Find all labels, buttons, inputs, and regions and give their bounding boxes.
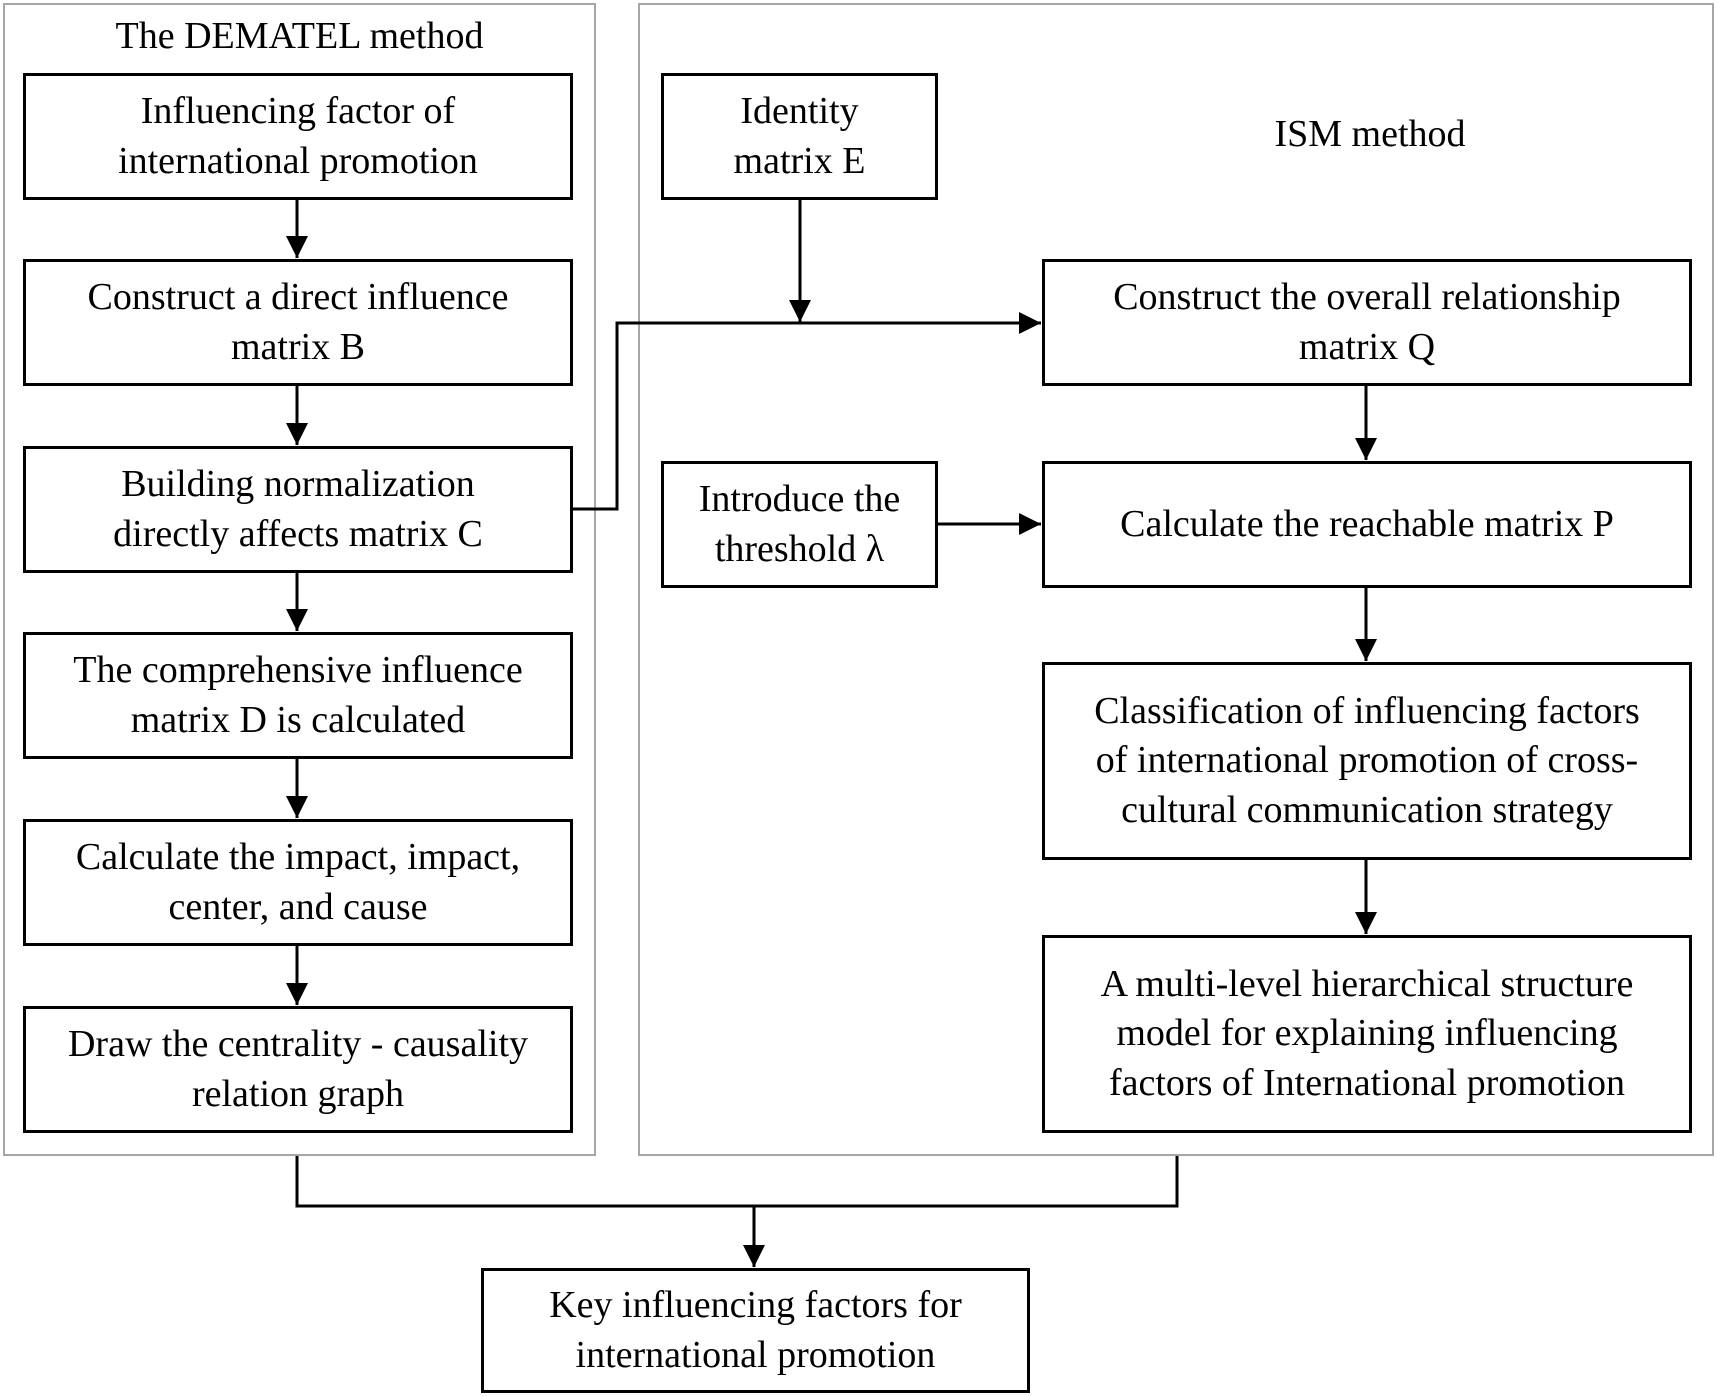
dematel-group (3, 3, 596, 1156)
ism-step-hierarchical-structure-model: A multi-level hierarchical structure mod… (1042, 935, 1692, 1133)
dematel-step-influencing-factor: Influencing factor of international prom… (23, 73, 573, 200)
ism-input-threshold-lambda: Introduce the threshold λ (661, 461, 938, 588)
result-key-influencing-factors: Key influencing factors for internationa… (481, 1268, 1030, 1393)
dematel-step-impact-center-cause: Calculate the impact, impact, center, an… (23, 819, 573, 946)
dematel-step-normalized-matrix-c: Building normalization directly affects … (23, 446, 573, 573)
line-dematel-to-merge (295, 1156, 1179, 1208)
ism-step-classification-of-factors: Classification of influencing factors of… (1042, 662, 1692, 860)
dematel-step-direct-influence-matrix-b: Construct a direct influence matrix B (23, 259, 573, 386)
ism-step-reachable-matrix-p: Calculate the reachable matrix P (1042, 461, 1692, 588)
ism-step-overall-relationship-matrix-q: Construct the overall relationship matri… (1042, 259, 1692, 386)
ism-group (638, 3, 1714, 1156)
dematel-title: The DEMATEL method (115, 15, 484, 57)
dematel-step-centrality-causality-graph: Draw the centrality - causality relation… (23, 1006, 573, 1133)
arrow-matrix-c-to-matrix-q (573, 312, 1041, 511)
dematel-step-comprehensive-matrix-d: The comprehensive influence matrix D is … (23, 632, 573, 759)
ism-title: ISM method (1274, 113, 1466, 155)
ism-input-identity-matrix-e: Identity matrix E (661, 73, 938, 200)
